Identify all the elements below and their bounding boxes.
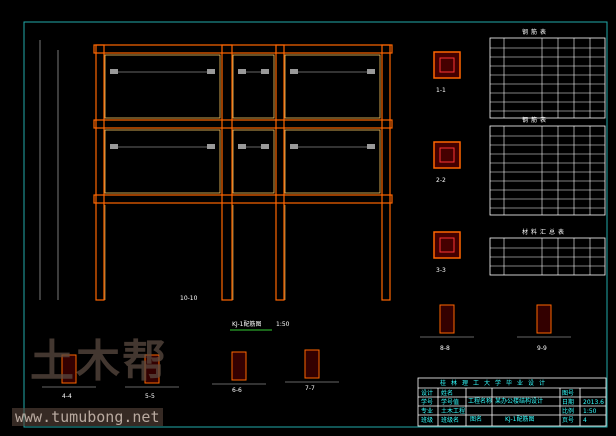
drawing-name: KJ-1配筋图 <box>505 415 534 423</box>
title-field-label: 设计 <box>421 389 433 397</box>
title-field-label: 专业 <box>421 407 433 415</box>
section-label: 3-3 <box>436 267 446 274</box>
frame-elevation: 4-4 5-5 6-6 7-7 8-8 9-9 10-10 <box>39 40 571 400</box>
column <box>95 44 105 301</box>
dimension-mark <box>110 69 118 74</box>
table-title: 钢筋表 <box>522 28 549 36</box>
watermark-logo: 土木帮 <box>30 336 168 387</box>
table-title: 材料汇总表 <box>522 228 567 236</box>
title-block-header: 桂林理工大学毕业设计 <box>440 379 550 387</box>
section-label: 1-1 <box>436 87 446 94</box>
rebar-outline <box>284 129 381 194</box>
title-field-value: 2013.6 <box>583 399 604 406</box>
section-label: 2-2 <box>436 177 446 184</box>
dimension-mark <box>290 144 298 149</box>
section-label: 6-6 <box>232 387 242 394</box>
dimension-mark <box>238 144 246 149</box>
title-field-label: 页号 <box>562 417 574 424</box>
table <box>489 125 606 216</box>
sheet-border <box>23 21 608 428</box>
dimension-mark <box>290 69 298 74</box>
title-field-value: 4 <box>583 417 587 424</box>
section-label: 4-4 <box>62 393 72 400</box>
table <box>489 37 606 119</box>
section-detail <box>231 351 247 381</box>
stirrup <box>439 237 455 253</box>
frame-label: KJ-1配筋图 <box>232 320 261 328</box>
project-name: 某办公楼结构设计 <box>495 397 543 405</box>
section-detail <box>536 304 552 334</box>
rebar-outline <box>104 129 221 194</box>
title-field-value: 土木工程 <box>441 407 465 415</box>
drawing-name-label: 图名 <box>470 415 482 423</box>
title-field-label: 图号 <box>562 390 574 397</box>
dimension-mark <box>261 69 269 74</box>
title-field-value: 学号值 <box>441 398 459 406</box>
title-field-value: 1:50 <box>583 408 597 415</box>
table-title: 钢筋表 <box>522 116 549 124</box>
section-label: 8-8 <box>440 345 450 352</box>
watermark-url: www.tumubong.net <box>12 408 163 426</box>
column <box>275 44 285 301</box>
beam <box>93 119 393 129</box>
beam <box>93 44 393 54</box>
title-block <box>417 377 607 427</box>
section-label: 7-7 <box>305 385 315 392</box>
rebar-outline <box>284 54 381 119</box>
dimension-mark <box>207 144 215 149</box>
title-field-value: 姓名 <box>441 389 453 397</box>
rebar-outline <box>104 54 221 119</box>
frame-scale: 1:50 <box>276 321 290 328</box>
beam <box>93 194 393 204</box>
section-label: 10-10 <box>180 295 198 302</box>
column-section <box>433 141 461 169</box>
column <box>381 44 391 301</box>
table <box>489 237 606 276</box>
dimension-mark <box>207 69 215 74</box>
rebar-outline <box>232 129 275 194</box>
section-detail <box>304 349 320 379</box>
section-detail <box>61 354 77 384</box>
dimension-mark <box>261 144 269 149</box>
rebar-outline <box>232 54 275 119</box>
title-field-label: 学号 <box>421 398 433 406</box>
section-label: 5-5 <box>145 393 155 400</box>
dimension-mark <box>110 144 118 149</box>
section-detail <box>439 304 455 334</box>
section-label: 9-9 <box>537 345 547 352</box>
title-field-value: 班级名 <box>441 416 459 424</box>
dimension-mark <box>238 69 246 74</box>
dimension-mark <box>367 69 375 74</box>
column-section <box>433 51 461 79</box>
title-field-label: 班级 <box>421 416 433 424</box>
title-block-rows: 设计姓名学号学号值专业土木工程班级班级名 图号日期 2013.6 比例 1:50 页号 4 <box>421 389 604 424</box>
title-field-label: 日期 <box>562 398 574 406</box>
stirrup <box>439 147 455 163</box>
title-field-label: 比例 <box>562 407 574 415</box>
column-section <box>433 231 461 259</box>
stirrup <box>439 57 455 73</box>
column <box>221 44 233 301</box>
project-label: 工程名称 <box>468 397 492 405</box>
dimension-mark <box>367 144 375 149</box>
section-detail <box>144 354 160 384</box>
